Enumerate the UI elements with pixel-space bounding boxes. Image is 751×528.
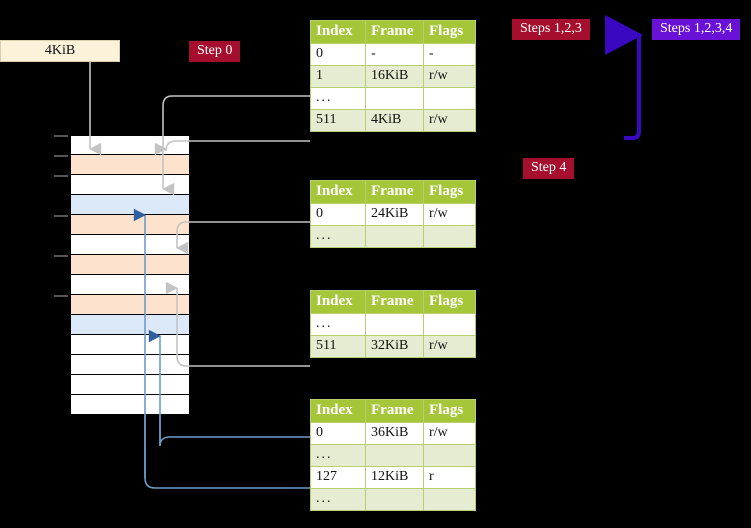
table-cell: r/w [423,335,476,358]
column-header-flags: Flags [423,20,476,44]
table-cell: 511 [310,109,366,132]
table-cell: r/w [423,422,476,445]
table-row: ... [310,225,476,248]
table-cell: 16KiB [365,65,424,88]
badge-steps-1234: Steps 1,2,3,4 [652,19,741,40]
memory-scale-tick [54,255,68,257]
column-header-flags: Flags [423,290,476,314]
physical-memory-column [54,135,190,415]
table-cell [365,488,424,511]
memory-frame-row [70,275,190,295]
memory-scale-tick [54,295,68,297]
memory-frame-row [70,195,190,215]
memory-frame-row [70,255,190,275]
column-header-frame: Frame [365,20,424,44]
table-cell: 1 [310,65,366,88]
table-cell [365,225,424,248]
table-cell [423,313,476,336]
memory-frame-row [70,395,190,415]
table-cell: r/w [423,203,476,226]
column-header-flags: Flags [423,399,476,423]
table-cell: 0 [310,422,366,445]
memory-frame-row [70,375,190,395]
table-cell: 0 [310,43,366,66]
column-header-frame: Frame [365,180,424,204]
wire-memory-to-t4b [144,415,310,489]
table-cell: 127 [310,466,366,489]
memory-frame-row [70,315,190,335]
table-cell: r/w [423,109,476,132]
table-cell: ... [310,87,366,110]
table-cell: ... [310,225,366,248]
table-cell: r [423,466,476,489]
memory-frame-row [70,135,190,155]
column-header-frame: Frame [365,399,424,423]
table-row: ... [310,87,476,110]
table-row: ... [310,313,476,336]
table-cell [423,87,476,110]
table-cell: - [365,43,424,66]
table-cell: 12KiB [365,466,424,489]
table-row: ... [310,444,476,467]
memory-frame-row [70,155,190,175]
column-header-frame: Frame [365,290,424,314]
page-size-label: 4KiB [44,43,76,58]
badge-steps-123: Steps 1,2,3 [512,19,590,40]
column-header-index: Index [310,20,366,44]
column-header-index: Index [310,399,366,423]
table-row: 0-- [310,43,476,66]
table-row: ... [310,488,476,511]
column-header-index: Index [310,290,366,314]
table-cell: 4KiB [365,109,424,132]
table-cell: ... [310,444,366,467]
column-header-index: Index [310,180,366,204]
wire-purple-loop [605,15,643,140]
table-cell [365,313,424,336]
wire-t3-to-memory [165,281,310,367]
memory-scale-tick [54,135,68,137]
table-cell: - [423,43,476,66]
table-cell: 24KiB [365,203,424,226]
table-cell: 511 [310,335,366,358]
memory-frame-row [70,355,190,375]
memory-scale-tick [54,155,68,157]
table-cell: r/w [423,65,476,88]
wire-memory-to-t4a [159,415,310,447]
page-size-box: 4KiB [0,40,120,62]
table-cell: ... [310,313,366,336]
table-cell [423,444,476,467]
memory-frame-row [70,295,190,315]
table-cell: 0 [310,203,366,226]
memory-scale-tick [54,215,68,217]
table-cell: 36KiB [365,422,424,445]
badge-step-4: Step 4 [523,158,575,179]
memory-frame-row [70,235,190,255]
table-cell [365,87,424,110]
table-cell [423,488,476,511]
memory-scale-tick [54,175,68,177]
memory-frame-row [70,175,190,195]
table-cell [423,225,476,248]
memory-frame-row [70,215,190,235]
column-header-flags: Flags [423,180,476,204]
table-cell: ... [310,488,366,511]
memory-frame-row [70,335,190,355]
table-cell [365,444,424,467]
wire-t2-to-memory [176,221,310,255]
table-cell: 32KiB [365,335,424,358]
badge-step-0: Step 0 [189,41,241,62]
